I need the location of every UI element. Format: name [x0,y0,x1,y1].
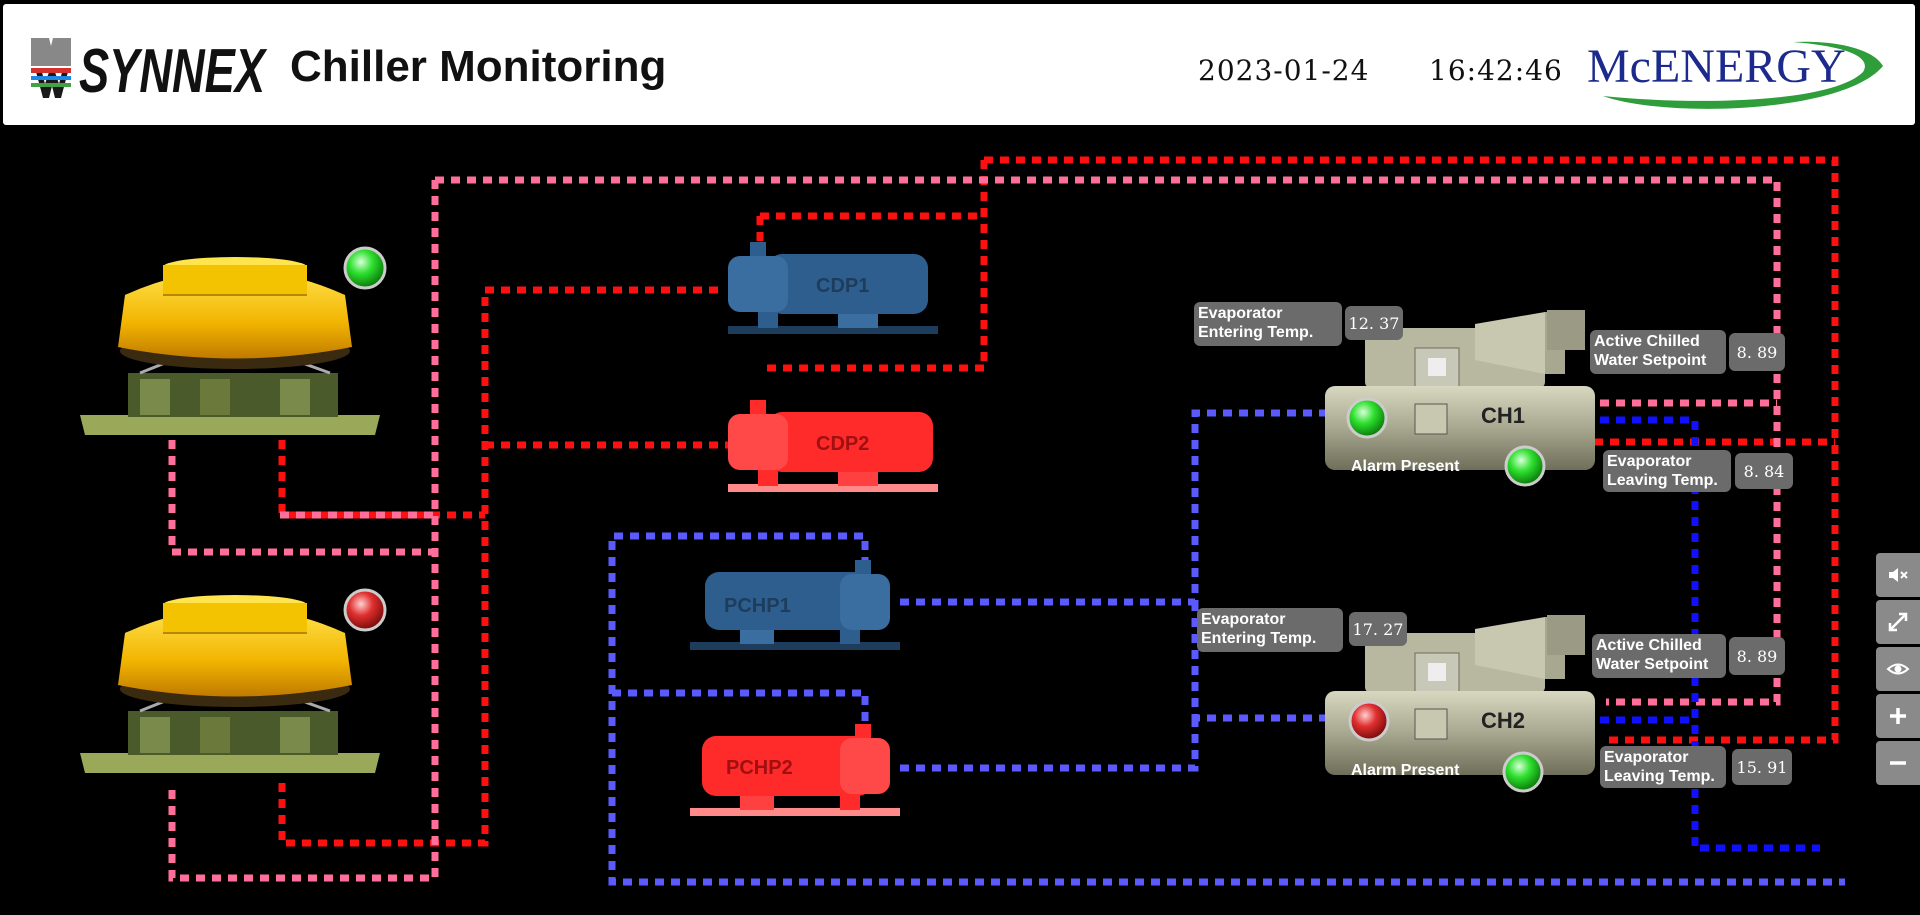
ch1-setpoint-label: Active Chilled Water Setpoint [1590,330,1726,374]
synnex-logo: SYNNEX [31,37,268,102]
cooling-tower-2-status-icon [343,588,387,632]
pump-pchp1-label: PCHP1 [724,595,791,617]
ch1-alarm-label: Alarm Present [1351,458,1460,475]
pipe-pink [168,176,1781,882]
pump-pchp2: PCHP2 [690,724,900,816]
chiller-ch2: CH2 [1325,615,1595,775]
view-button[interactable] [1876,647,1920,691]
cooling-tower-2 [80,595,380,773]
ch2-alarm-label: Alarm Present [1351,762,1460,779]
mcenergy-brand-text: McENERGY [1587,40,1846,93]
pump-pchp1: PCHP1 [690,560,900,650]
ch2-setpoint-value: 8. 89 [1729,637,1785,675]
chiller-ch1-run-status-icon [1346,397,1388,439]
zoom-in-button[interactable] [1876,694,1920,738]
ch2-evap-entering-label: Evaporator Entering Temp. [1197,608,1343,652]
mcenergy-logo: McENERGY [1587,40,1883,109]
zoom-out-icon [1890,761,1906,765]
chiller-ch2-alarm-status-icon [1502,751,1544,793]
fullscreen-button[interactable] [1876,600,1920,644]
ch1-evap-leaving-value: 8. 84 [1735,453,1793,489]
chiller-ch1-label: CH1 [1481,403,1525,428]
chiller-ch1-alarm-status-icon [1504,445,1546,487]
pipes [168,156,1845,886]
mute-icon [1889,568,1908,582]
eye-icon [1886,663,1910,675]
page-title: Chiller Monitoring [290,42,667,91]
cooling-tower-1 [80,257,380,435]
current-time: 16:42:46 [1429,54,1563,87]
ch2-evap-leaving-label: Evaporator Leaving Temp. [1600,746,1726,788]
ch1-setpoint-value: 8. 89 [1729,333,1785,371]
pump-cdp2-label: CDP2 [816,433,869,455]
current-date: 2023-01-24 [1198,54,1370,87]
header-bar: SYNNEX Chiller Monitoring 2023-01-24 16:… [3,4,1915,125]
ch1-evap-entering-label: Evaporator Entering Temp. [1194,302,1342,346]
pump-cdp2: CDP2 [728,400,938,492]
cooling-tower-1-status-icon [343,246,387,290]
ch1-evap-leaving-label: Evaporator Leaving Temp. [1603,450,1731,492]
synnex-brand-text: SYNNEX [79,37,268,102]
pump-pchp2-label: PCHP2 [726,757,793,779]
pipe-blue [608,409,1845,886]
chiller-ch1: CH1 [1325,310,1595,470]
zoom-out-button[interactable] [1876,741,1920,785]
pump-cdp1: CDP1 [728,242,938,334]
mute-button[interactable] [1876,553,1920,597]
chiller-ch2-run-status-icon [1348,700,1390,742]
pipe-red [278,156,1839,847]
ch2-evap-entering-value: 17. 27 [1349,612,1407,646]
expand-icon [1888,612,1908,632]
chiller-ch2-label: CH2 [1481,708,1525,733]
ch2-evap-leaving-value: 15. 91 [1732,749,1792,785]
ch1-evap-entering-value: 12. 37 [1345,306,1403,340]
ch2-setpoint-label: Active Chilled Water Setpoint [1592,634,1726,678]
zoom-in-icon [1890,708,1906,724]
pump-cdp1-label: CDP1 [816,275,869,297]
